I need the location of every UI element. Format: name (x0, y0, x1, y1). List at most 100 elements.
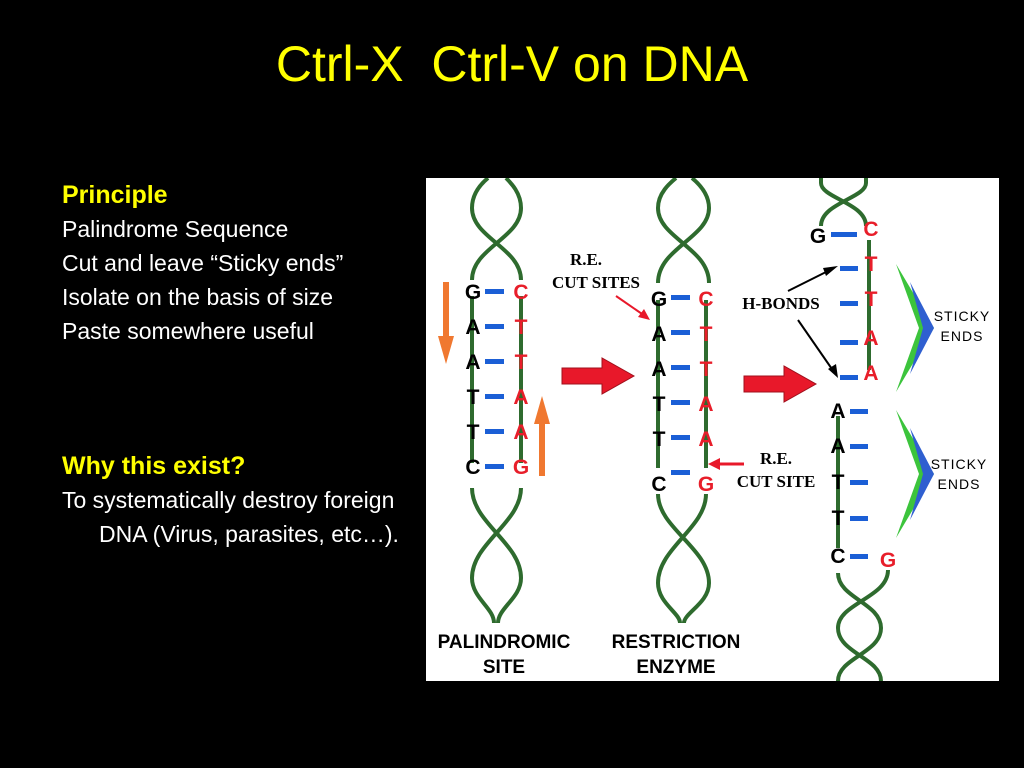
h-bond (850, 480, 868, 485)
cut-site-pointer (615, 295, 646, 317)
base-right: T (515, 316, 528, 339)
caption-palindromic: PALINDROMIC (438, 632, 571, 653)
base-right: C (863, 218, 878, 241)
h-bond (671, 470, 690, 475)
cut-site-pointer-head (638, 309, 650, 320)
h-bond (485, 464, 504, 469)
sticky-ends-label-4: ENDS (938, 476, 981, 492)
h-bond (840, 266, 858, 271)
base-left: A (830, 435, 845, 458)
caption-site: SITE (483, 657, 525, 678)
sticky-ends-label-2: ENDS (941, 328, 984, 344)
diagram-svg: G A A T T C C T T A A G PALINDROMIC (438, 178, 991, 681)
panel-palindromic-site: G A A T T C C T T A A G PALINDROMIC (438, 178, 571, 678)
principle-heading: Principle (62, 181, 168, 209)
h-bond (850, 554, 868, 559)
base-right: A (863, 327, 878, 350)
base-right: T (515, 351, 528, 374)
cut-site-label-2: CUT SITE (737, 472, 816, 491)
base-left: G (810, 225, 826, 248)
base-left: T (467, 386, 480, 409)
h-bond (671, 435, 690, 440)
base-left: A (651, 323, 666, 346)
orange-up-arrow (534, 396, 550, 476)
backbone-strand (819, 178, 868, 227)
h-bond (850, 444, 868, 449)
orange-down-arrow (438, 282, 454, 364)
backbone-strand (835, 569, 890, 681)
panel-restriction-enzyme: G A A T T C C T T A A G R.E. CUT SITES R… (552, 178, 815, 678)
base-left: A (830, 400, 845, 423)
base-right: A (863, 362, 878, 385)
principle-item-4: Paste somewhere useful (62, 318, 314, 344)
base-right: A (698, 428, 713, 451)
red-right-arrow (743, 365, 818, 403)
h-bond (485, 394, 504, 399)
h-bond (840, 375, 858, 380)
h-bond (850, 516, 868, 521)
backbone-strand (656, 178, 712, 284)
base-right: A (698, 393, 713, 416)
principle-item-3: Isolate on the basis of size (62, 284, 334, 310)
h-bond (485, 359, 504, 364)
base-left: A (465, 316, 480, 339)
base-left: T (653, 393, 666, 416)
h-bond (850, 409, 868, 414)
h-bonds-pointer (787, 269, 831, 292)
why-heading: Why this exist? (62, 452, 246, 480)
caption-enzyme: ENZYME (636, 657, 715, 678)
backbone-strand (470, 178, 524, 281)
base-left: A (651, 358, 666, 381)
sticky-ends-label-1: STICKY (934, 308, 991, 324)
h-bond (485, 289, 504, 294)
h-bond (671, 400, 690, 405)
base-left: G (651, 288, 667, 311)
base-right: A (513, 421, 528, 444)
h-bond (840, 301, 858, 306)
h-bond (671, 295, 690, 300)
backbone-strand (469, 178, 523, 281)
why-body: To systematically destroy foreign DNA (V… (62, 487, 399, 547)
principle-item-2: Cut and leave “Sticky ends” (62, 250, 344, 276)
base-left: T (467, 421, 480, 444)
red-right-arrow (561, 357, 636, 395)
h-bonds-label: H-BONDS (742, 294, 819, 313)
cut-site-pointer-head (708, 458, 720, 470)
base-left: T (832, 507, 845, 530)
base-left: G (465, 281, 481, 304)
backbone-strand (655, 178, 711, 284)
backbone-strand (656, 493, 712, 624)
base-right: A (513, 386, 528, 409)
base-left: C (830, 545, 845, 568)
base-right: C (513, 281, 528, 304)
dna-restriction-diagram: G A A T T C C T T A A G PALINDROMIC (426, 178, 999, 681)
base-right: T (865, 288, 878, 311)
base-right: G (698, 473, 714, 496)
base-left: C (465, 456, 480, 479)
caption-restriction: RESTRICTION (612, 632, 741, 653)
h-bond (831, 232, 857, 237)
base-right: T (700, 323, 713, 346)
backbone-strand (470, 487, 524, 624)
panel-sticky-ends: G C T T A A A A T T C G H-BONDS (742, 178, 991, 681)
base-right: T (865, 253, 878, 276)
principle-item-1: Palindrome Sequence (62, 216, 289, 242)
base-right: T (700, 358, 713, 381)
base-left: A (465, 351, 480, 374)
h-bonds-pointer (797, 319, 835, 373)
slide-title: Ctrl-X Ctrl-V on DNA (275, 36, 749, 92)
text-column: Principle Palindrome Sequence Cut and le… (62, 178, 422, 551)
h-bonds-pointer-head (828, 364, 838, 378)
cut-sites-label-1: R.E. (570, 250, 602, 269)
base-left: C (651, 473, 666, 496)
backbone-strand (469, 487, 523, 624)
h-bond (671, 330, 690, 335)
h-bonds-pointer-head (823, 266, 838, 276)
base-left: T (653, 428, 666, 451)
cut-site-label-1: R.E. (760, 449, 792, 468)
h-bond (485, 429, 504, 434)
sticky-end-chevron (910, 428, 934, 520)
backbone-strand (819, 178, 868, 227)
h-bond (671, 365, 690, 370)
base-left: T (832, 471, 845, 494)
